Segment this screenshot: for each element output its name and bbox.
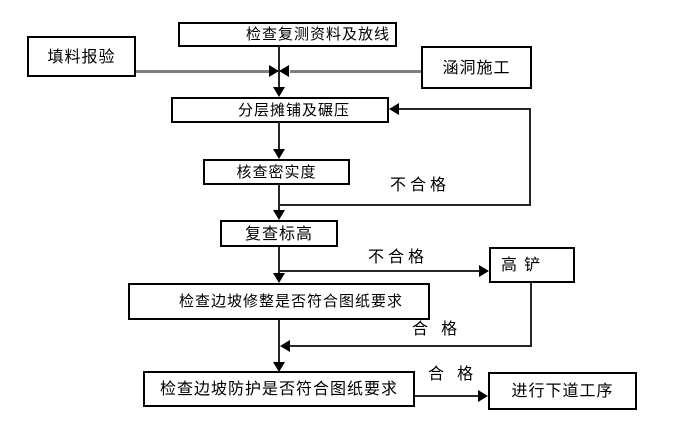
flowchart-node-elevation-recheck: 复查标高 <box>220 220 338 247</box>
arrowhead-right-icon <box>478 390 488 402</box>
flowchart-node-fill-inspection: 填料报验 <box>27 36 136 77</box>
flowchart-node-high-shovel: 高 铲 <box>489 247 575 283</box>
flowchart-node-culvert: 涵洞施工 <box>421 46 532 89</box>
flowchart-node-paving: 分层摊铺及碾压 <box>171 97 389 123</box>
node-label-paving: 分层摊铺及碾压 <box>237 100 350 119</box>
arrowhead-down-icon <box>273 210 285 220</box>
connector-shovel-down <box>530 283 532 346</box>
connector-fill-inspection-right <box>136 70 269 73</box>
edge-label-elevation-unqualified: 不合格 <box>368 247 429 266</box>
connector-slopeprotect-to-next <box>415 395 478 397</box>
node-label-culvert: 涵洞施工 <box>442 57 511 77</box>
edge-label-density-unqualified: 不合格 <box>390 175 451 194</box>
arrowhead-right-icon <box>479 265 489 277</box>
node-label-slope-protection-check: 检查边坡防护是否符合图纸要求 <box>159 379 398 398</box>
connector-unqualified-loop-rise <box>529 108 531 206</box>
connector-density-to-elevation <box>278 184 280 211</box>
flowchart-node-density-check: 核查密实度 <box>203 159 350 185</box>
connector-slopetrim-to-slopeprotect <box>278 320 280 362</box>
arrowhead-down-icon <box>273 273 285 283</box>
flowchart-node-slope-trim-check: 检查边坡修整是否符合图纸要求 <box>128 283 430 320</box>
connector-paving-to-density <box>278 122 280 150</box>
arrowhead-down-icon <box>273 149 285 159</box>
node-label-elevation-recheck: 复查标高 <box>244 223 313 243</box>
arrowhead-left-icon <box>279 65 289 77</box>
flowchart-node-resurvey: 检查复测资料及放线 <box>178 22 397 47</box>
connector-elevation-to-shovel <box>278 270 479 272</box>
node-label-high-shovel: 高 铲 <box>501 255 542 274</box>
node-label-fill-inspection: 填料报验 <box>47 46 116 66</box>
connector-elevation-to-slopetrim <box>278 247 280 275</box>
edge-label-trim-qualified: 合 格 <box>412 319 462 338</box>
node-label-slope-trim-check: 检查边坡修整是否符合图纸要求 <box>178 292 403 310</box>
arrowhead-left-icon <box>389 103 399 115</box>
flowchart-node-next-process: 进行下道工序 <box>488 372 637 410</box>
node-label-resurvey: 检查复测资料及放线 <box>245 25 390 43</box>
node-label-next-process: 进行下道工序 <box>511 381 614 400</box>
arrowhead-left-icon <box>280 340 290 352</box>
connector-qualified-loop <box>290 345 532 347</box>
connector-culvert-left <box>290 70 421 73</box>
connector-unqualified-loop-top <box>399 108 530 110</box>
arrowhead-right-icon <box>269 65 279 77</box>
arrowhead-down-icon <box>273 87 285 97</box>
edge-label-protection-qualified: 合 格 <box>428 364 478 383</box>
node-label-density-check: 核查密实度 <box>236 162 317 181</box>
flowchart-node-slope-protection-check: 检查边坡防护是否符合图纸要求 <box>143 371 415 407</box>
connector-unqualified-loop-bottom <box>278 204 531 206</box>
arrowhead-down-icon <box>273 362 285 372</box>
